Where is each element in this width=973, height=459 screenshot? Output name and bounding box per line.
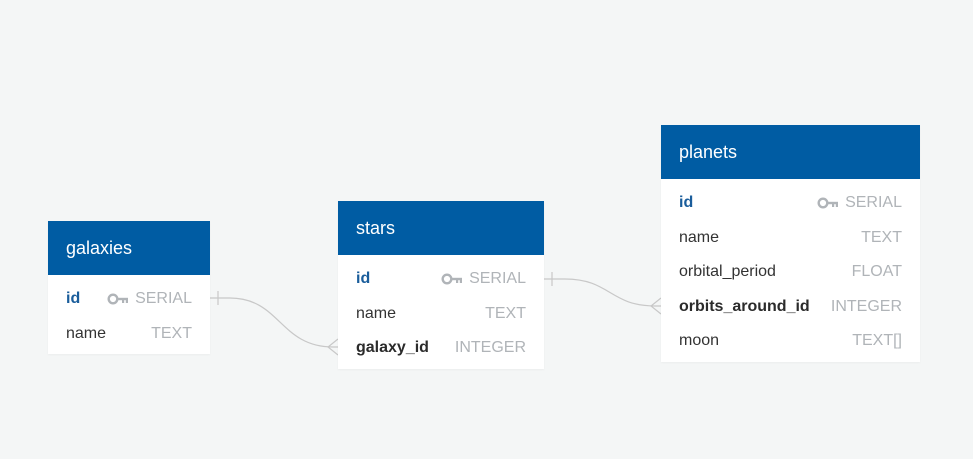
table-title: stars (356, 217, 396, 238)
table-title: galaxies (66, 237, 133, 258)
column-row-name[interactable]: name TEXT (661, 221, 920, 256)
key-icon (441, 273, 463, 285)
column-name: orbits_around_id (679, 297, 810, 315)
table-header[interactable]: galaxies (48, 221, 210, 275)
column-type: TEXT (151, 324, 192, 342)
column-name: galaxy_id (356, 339, 429, 357)
relationship-stars-planets (544, 272, 662, 315)
table-header[interactable]: planets (661, 125, 920, 179)
column-row-orbital-period[interactable]: orbital_period FLOAT (661, 255, 920, 290)
column-type: INTEGER (830, 297, 902, 315)
column-row-galaxy-id[interactable]: galaxy_id INTEGER (338, 331, 544, 366)
column-name: name (356, 304, 397, 322)
column-name: name (66, 324, 107, 342)
column-row-name[interactable]: name TEXT (338, 297, 544, 332)
column-name: name (679, 228, 720, 246)
column-type: SERIAL (135, 290, 192, 308)
many-marker (327, 338, 339, 356)
column-name: id (66, 290, 81, 308)
column-name: orbital_period (679, 263, 776, 281)
key-icon (817, 197, 839, 209)
column-name: moon (679, 332, 720, 350)
column-type: FLOAT (851, 263, 902, 281)
column-row-orbits-around-id[interactable]: orbits_around_id INTEGER (661, 290, 920, 325)
key-icon (107, 293, 129, 305)
table-columns: id SERIAL name TEXT galaxy_id INTEGER (338, 255, 544, 369)
table-columns: id SERIAL name TEXT (48, 275, 210, 354)
table-title: planets (679, 141, 738, 162)
column-type: TEXT[] (852, 332, 902, 350)
column-type: SERIAL (469, 270, 526, 288)
column-row-id[interactable]: id SERIAL (661, 186, 920, 221)
column-type: INTEGER (454, 339, 526, 357)
relationship-galaxies-stars (210, 291, 339, 356)
column-name: id (679, 194, 694, 212)
column-meta: SERIAL (441, 270, 526, 288)
column-name: id (356, 270, 371, 288)
column-row-id[interactable]: id SERIAL (338, 262, 544, 297)
table-header[interactable]: stars (338, 201, 544, 255)
table-galaxies[interactable]: galaxies id SERIAL name TEXT (48, 221, 210, 354)
table-planets[interactable]: planets id SERIAL name TEXT orbital_peri… (661, 125, 920, 362)
column-type: TEXT (861, 228, 902, 246)
column-type: SERIAL (845, 194, 902, 212)
column-meta: SERIAL (817, 194, 902, 212)
column-meta: SERIAL (107, 290, 192, 308)
table-columns: id SERIAL name TEXT orbital_period FLOAT… (661, 179, 920, 362)
column-row-name[interactable]: name TEXT (48, 317, 210, 352)
table-stars[interactable]: stars id SERIAL name TEXT galaxy_id INTE… (338, 201, 544, 369)
many-marker (650, 297, 662, 315)
column-row-id[interactable]: id SERIAL (48, 282, 210, 317)
connector-line (210, 297, 338, 348)
connector-line (544, 278, 661, 307)
column-row-moon[interactable]: moon TEXT[] (661, 324, 920, 359)
column-type: TEXT (485, 304, 526, 322)
